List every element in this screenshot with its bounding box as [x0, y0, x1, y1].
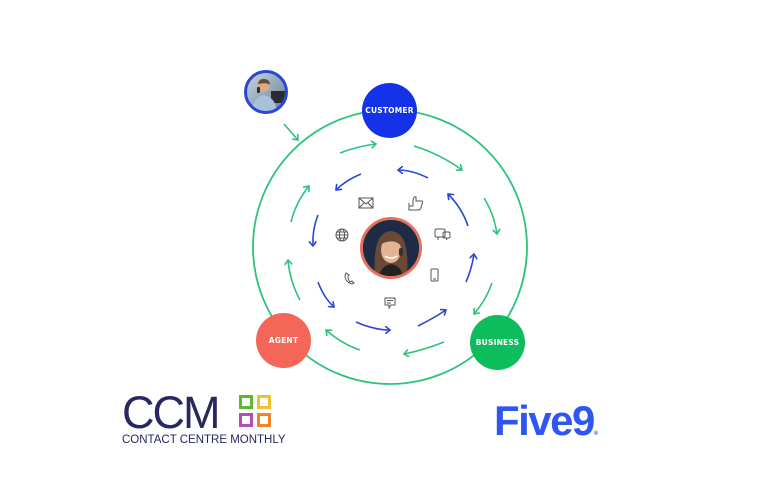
agent-node: AGENT — [256, 313, 311, 368]
ccm-grid-icon — [239, 395, 277, 433]
registered-mark: ® — [593, 431, 599, 437]
sms-icon — [384, 297, 396, 310]
five9-logo: Five9® — [494, 399, 598, 456]
business-node: BUSINESS — [470, 315, 525, 370]
agent-label: AGENT — [268, 336, 299, 345]
chat-bubbles-icon — [434, 228, 451, 241]
customer-node: CUSTOMER — [362, 83, 417, 138]
ccm-logo-subtitle: CONTACT CENTRE MONTHLY — [122, 434, 286, 446]
envelope-icon — [358, 197, 374, 209]
center-agent-photo — [360, 217, 422, 279]
mobile-icon — [430, 268, 439, 282]
ccm-logo: CCM CONTACT CENTRE MONTHLY — [122, 387, 286, 446]
caller-photo — [244, 70, 288, 114]
thumbs-up-icon — [408, 196, 423, 211]
business-label: BUSINESS — [475, 338, 520, 347]
globe-icon — [335, 228, 349, 242]
five9-logo-text: Five9 — [494, 397, 595, 444]
customer-label: CUSTOMER — [365, 106, 414, 115]
ccm-logo-letters: CCM — [122, 387, 220, 438]
phone-icon — [344, 272, 355, 285]
